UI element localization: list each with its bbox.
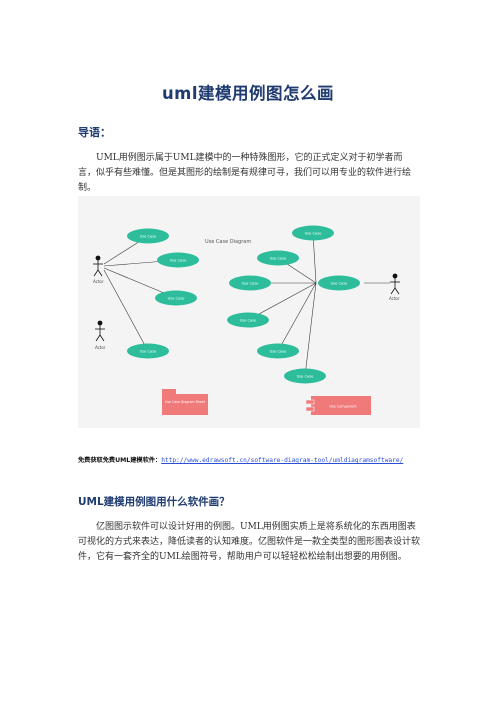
- document-title: uml建模用例图怎么画: [161, 84, 335, 103]
- use-case-label: Use Case: [240, 318, 257, 322]
- actor-label: Actor: [389, 296, 400, 301]
- use-case-ellipse: [127, 343, 169, 359]
- use-case-node: Use Case: [284, 368, 326, 384]
- use-case-node: Use Case: [127, 343, 169, 359]
- association-line: [103, 269, 149, 352]
- actor-figure: Actor: [95, 320, 106, 350]
- use-case-ellipse: [127, 228, 169, 244]
- association-line: [304, 282, 317, 377]
- package-label: Use Case Diagram Sheet: [165, 400, 205, 404]
- use-case-node: Use Case: [155, 290, 197, 306]
- use-case-label: Use Case: [331, 281, 348, 285]
- actor-label: Actor: [93, 279, 104, 284]
- diagram-background: [78, 196, 420, 428]
- intro-paragraph: UML用例图示属于UML建模中的一种特殊图形，它的正式定义对于初学者而言，似乎有…: [78, 153, 412, 193]
- association-line: [312, 232, 317, 284]
- use-case-node: Use Case: [257, 250, 299, 266]
- use-case-ellipse: [257, 250, 299, 266]
- use-case-label: Use Case: [242, 281, 259, 285]
- use-case-label: Use Case: [170, 258, 187, 262]
- use-case-node: Use Case: [257, 343, 299, 359]
- actor-figure: Actor: [389, 273, 400, 301]
- use-case-label: Use Case: [270, 256, 287, 260]
- use-case-label: Use Case: [297, 374, 314, 378]
- use-case-node: Use Case: [227, 312, 269, 328]
- use-case-label: Use Case: [305, 231, 322, 235]
- use-case-node: Use Case: [127, 228, 169, 244]
- diagram-title: Use Case Diagram: [205, 239, 251, 245]
- association-lines: [103, 232, 390, 377]
- use-case-ellipse: [284, 368, 326, 384]
- use-case-node: Use Case: [157, 252, 199, 268]
- section-heading: UML建模用例图用什么软件画？: [78, 496, 230, 508]
- component-shape: Use Component: [305, 396, 371, 415]
- use-case-label: Use Case: [168, 296, 185, 300]
- use-case-ellipse: [318, 275, 360, 291]
- use-case-label: Use Case: [140, 234, 157, 238]
- download-label: 免费获取免费UML建模软件：: [78, 457, 162, 464]
- use-case-ellipse: [157, 252, 199, 268]
- lead-label: 导语：: [78, 126, 111, 139]
- download-link-line: 免费获取免费UML建模软件：http://www.edrawsoft.cn/so…: [78, 455, 438, 464]
- use-case-ellipse: [229, 275, 271, 291]
- use-case-ellipse: [227, 312, 269, 328]
- use-case-ellipse: [155, 290, 197, 306]
- use-case-node: Use Case: [292, 225, 334, 241]
- use-case-ellipse: [292, 225, 334, 241]
- use-case-ellipse: [257, 343, 299, 359]
- use-case-label: Use Case: [270, 349, 287, 353]
- component-label: Use Component: [329, 405, 357, 409]
- actor-figure: Actor: [93, 255, 104, 284]
- package-shape: Use Case Diagram Sheet: [162, 389, 208, 415]
- use-case-node: Use Case: [229, 275, 271, 291]
- use-case-node: Use Case: [318, 275, 360, 291]
- section-paragraph: 亿图图示软件可以设计好用的例图。UML用例图实质上是将系统化的东西用图表可视化的…: [78, 522, 421, 562]
- actor-label: Actor: [95, 345, 106, 350]
- use-case-label: Use Case: [140, 349, 157, 353]
- download-link[interactable]: http://www.edrawsoft.cn/software-diagram…: [161, 457, 404, 464]
- association-line: [277, 282, 317, 352]
